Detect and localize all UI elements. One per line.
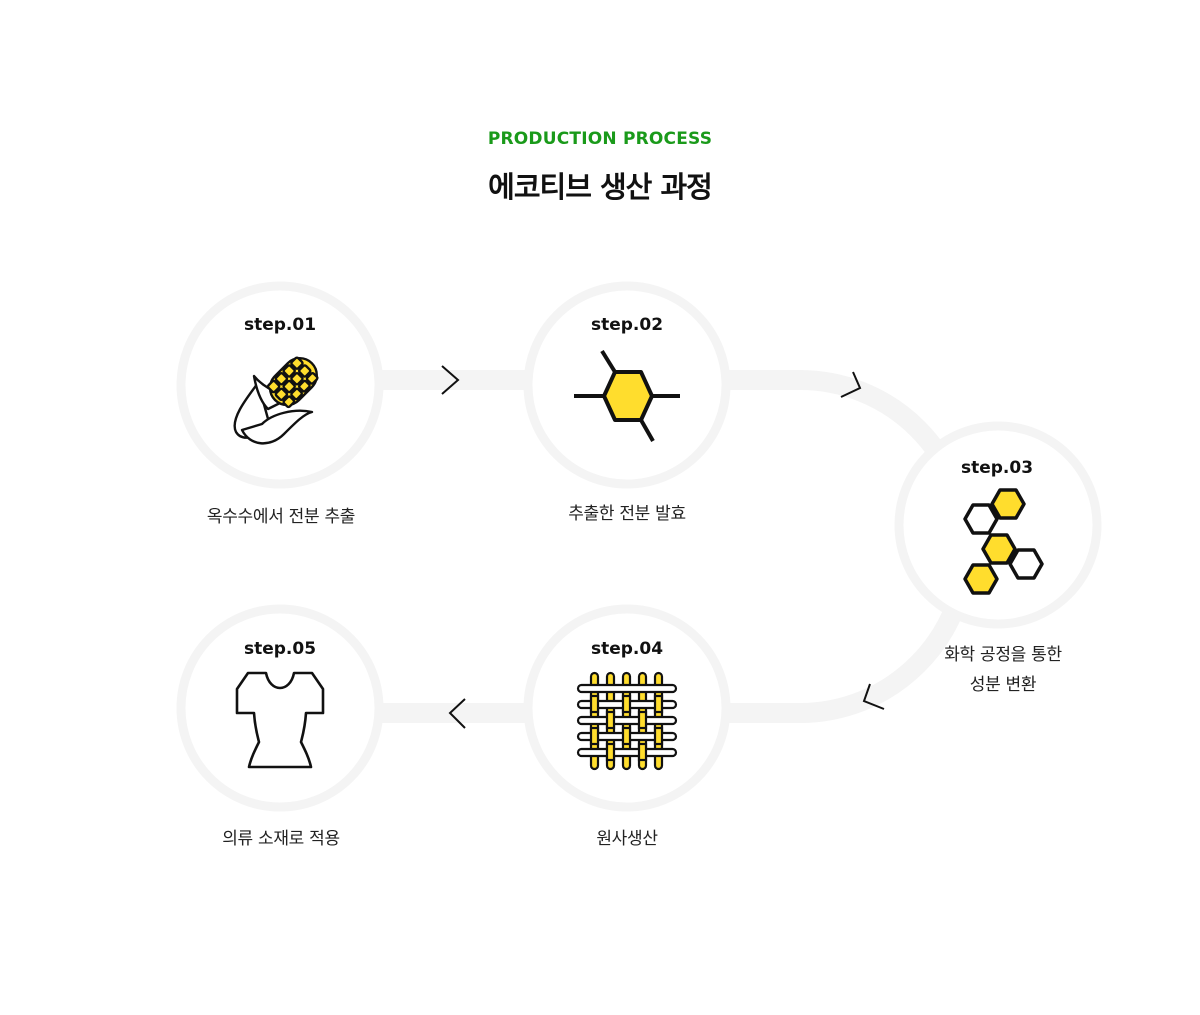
tshirt-icon (235, 671, 325, 769)
step-05-caption: 의류 소재로 적용 (151, 824, 411, 854)
section-eyebrow: PRODUCTION PROCESS (487, 129, 713, 149)
step-03-label: step.03 (960, 458, 1034, 478)
arrow-left-icon (448, 698, 466, 729)
step-05-caption-line: 의류 소재로 적용 (222, 829, 340, 849)
step-01-label: step.01 (243, 315, 317, 335)
arrow-curve-left-icon (862, 683, 885, 710)
step-01-caption: 옥수수에서 전분 추출 (151, 502, 411, 532)
step-04-caption: 원사생산 (497, 824, 757, 854)
hexagon-cluster-icon (963, 488, 1044, 595)
step-02-caption-line: 추출한 전분 발효 (568, 504, 686, 524)
step-03-circle (894, 421, 1102, 629)
step-02-label: step.02 (590, 315, 664, 335)
section-title: 에코티브 생산 과정 (488, 170, 713, 204)
step-05-label: step.05 (243, 639, 317, 659)
step-04-caption-line: 원사생산 (596, 829, 658, 849)
arrow-right-icon (441, 365, 460, 395)
corn-icon (233, 356, 319, 445)
woven-fabric-icon (576, 671, 678, 771)
step-04-label: step.04 (590, 639, 664, 659)
molecule-icon (574, 349, 680, 442)
arrow-curve-down-icon (840, 371, 862, 398)
step-03-caption-line-1: 화학 공정을 통한 (944, 645, 1062, 665)
step-02-caption: 추출한 전분 발효 (497, 499, 757, 529)
step-01-caption-line: 옥수수에서 전분 추출 (206, 507, 356, 527)
step-03-caption-line-2: 성분 변환 (969, 675, 1037, 695)
step-03-caption: 화학 공정을 통한 성분 변환 (873, 640, 1133, 700)
